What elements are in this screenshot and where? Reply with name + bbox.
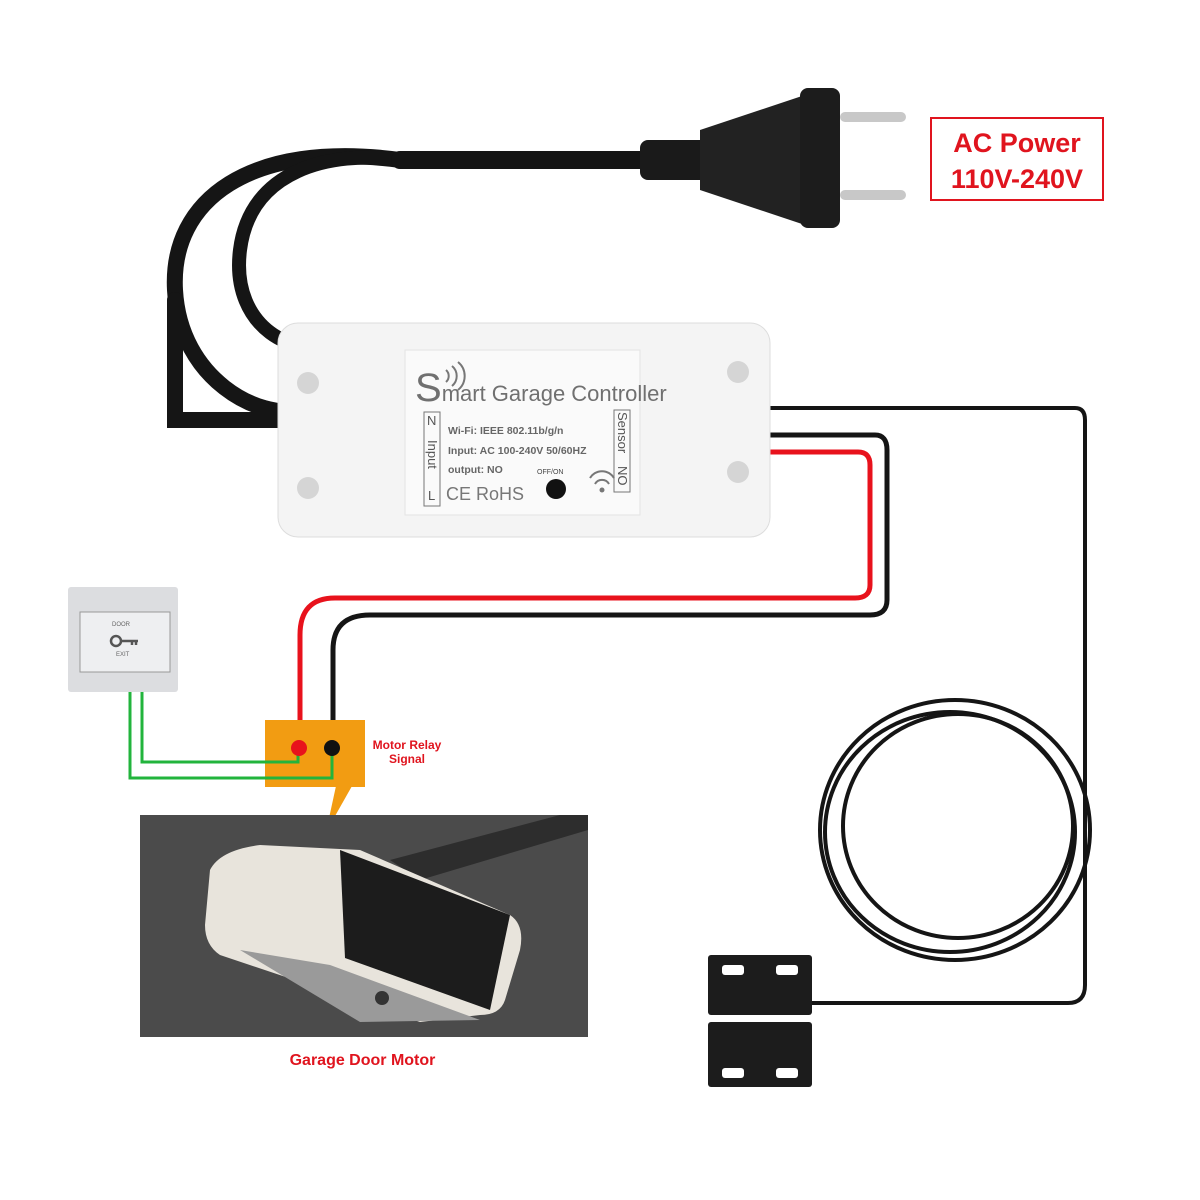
terminal-n: N: [427, 413, 437, 428]
ac-power-label: AC Power 110V-240V: [930, 117, 1104, 201]
wifi-icon: [589, 470, 615, 485]
controller-title-rest: mart Garage Controller: [441, 381, 667, 406]
motor-relay-box: [265, 720, 365, 832]
terminal-l: L: [428, 488, 436, 503]
terminal-input: Input: [425, 440, 440, 469]
eu-plug: [640, 88, 906, 228]
exit-button-exit-text: EXIT: [116, 652, 130, 658]
controller-title: Smart Garage Controller: [415, 368, 667, 408]
output-spec: output: NO: [448, 464, 503, 476]
garage-door-motor-caption: Garage Door Motor: [289, 1052, 436, 1069]
wifi-signal-icon: [445, 361, 466, 391]
relay-label-line2: Signal: [388, 752, 425, 766]
exit-button-door-text: DOOR: [112, 622, 130, 628]
relay-label-line1: Motor Relay: [372, 738, 442, 752]
sensor-cable: [770, 406, 1092, 1005]
magnetic-door-sensor: [708, 955, 812, 1087]
garage-door-motor-photo: [140, 815, 588, 1037]
green-wire: [128, 692, 334, 780]
ac-power-title: AC Power: [953, 128, 1081, 158]
cert-marks: CE RoHS: [446, 484, 525, 504]
black-wire: [330, 432, 890, 748]
controller-title-initial: S: [415, 366, 442, 410]
power-button-label: OFF/ON: [537, 469, 564, 476]
terminal-sensor: Sensor: [615, 412, 630, 454]
door-exit-button: [68, 587, 178, 692]
ac-power-voltage: 110V-240V: [950, 164, 1084, 194]
smart-garage-controller: [277, 322, 771, 538]
wifi-spec: Wi-Fi: IEEE 802.11b/g/n: [448, 425, 564, 437]
input-spec: Input: AC 100-240V 50/60HZ: [448, 445, 587, 457]
red-wire: [297, 449, 873, 748]
terminal-no: NO: [615, 466, 630, 486]
power-button: [546, 479, 566, 499]
motor-relay-label: Motor Relay Signal: [362, 738, 452, 766]
